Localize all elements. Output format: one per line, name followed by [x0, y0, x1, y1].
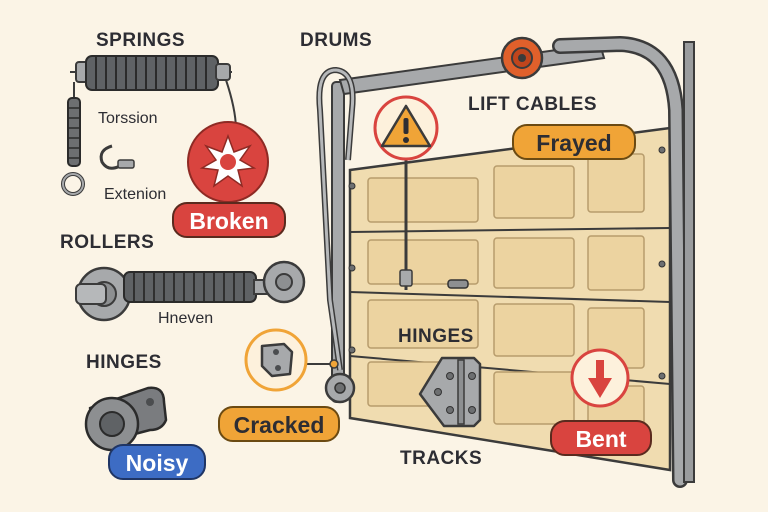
- roller-icon: [75, 260, 306, 322]
- label-uneven: Hneven: [158, 310, 214, 327]
- badge-cracked: Cracked: [218, 406, 340, 442]
- garage-door-icon: [348, 126, 672, 472]
- spring-icon: [61, 55, 237, 196]
- hinge-icon: [84, 386, 168, 452]
- drum-icon: [500, 36, 544, 80]
- down-arrow-icon: [570, 348, 630, 408]
- hinge-icon: [418, 356, 482, 428]
- cracked-hinge-icon: [244, 328, 308, 392]
- badge-noisy: Noisy: [108, 444, 206, 480]
- badge-frayed: Frayed: [512, 124, 636, 160]
- label-lift-cables: LIFT CABLES: [468, 94, 597, 115]
- label-hinges-left: HINGES: [86, 352, 162, 373]
- label-rollers: ROLLERS: [60, 232, 155, 253]
- label-springs: SPRINGS: [96, 30, 186, 51]
- badge-bent: Bent: [550, 420, 652, 456]
- clip-icon: [99, 144, 135, 170]
- badge-broken: Broken: [172, 202, 286, 238]
- label-extension: Extenion: [104, 186, 167, 203]
- roller-icon: [324, 372, 356, 404]
- label-hinges-door: HINGES: [398, 326, 474, 347]
- burst-icon: [187, 121, 269, 203]
- warning-icon: [373, 95, 439, 161]
- label-tracks: TRACKS: [400, 448, 483, 469]
- label-torsion: Torssion: [98, 110, 158, 127]
- label-drums: DRUMS: [300, 30, 373, 51]
